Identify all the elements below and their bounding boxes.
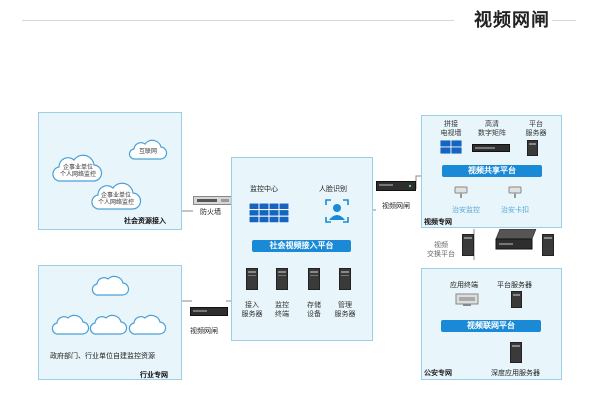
server-icon xyxy=(339,268,351,290)
server-icon xyxy=(527,140,538,156)
access-server-label: 接入 服务器 xyxy=(241,301,263,318)
server-icon xyxy=(462,234,474,256)
page-title: 视频网闸 xyxy=(474,10,550,31)
industry-caption: 政府部门、行业单位自建监控资源 xyxy=(50,352,155,360)
public-security-monitor-label: 治安监控 xyxy=(452,206,480,214)
video-gate-top-label: 视频网闸 xyxy=(382,202,410,210)
cloud-icon xyxy=(91,275,130,296)
firewall-label: 防火墙 xyxy=(200,208,221,216)
social-resources-label: 社会资源接入 xyxy=(124,217,166,225)
platform-server-label: 平台 服务器 xyxy=(525,120,547,137)
tv-wall-icon xyxy=(440,140,462,154)
monitor-center-label: 监控中心 xyxy=(250,185,278,193)
video-wall-icon xyxy=(249,203,289,223)
server-icon xyxy=(510,342,522,363)
video-gate-mid-label: 视频网闸 xyxy=(190,327,218,335)
face-recognition-icon xyxy=(325,199,349,223)
police-network-label: 公安专网 xyxy=(424,369,452,377)
police-platform-server-label: 平台服务器 xyxy=(497,281,532,289)
face-recognition-label: 人脸识别 xyxy=(319,185,347,193)
title-rule-right xyxy=(552,20,576,21)
cloud-label-2: 互联网 xyxy=(138,148,157,155)
public-security-checkpoint-label: 治安卡扣 xyxy=(501,206,529,214)
cloud-icon xyxy=(52,154,103,182)
cloud-icon xyxy=(89,314,128,335)
video-private-network-label: 视频专网 xyxy=(424,218,452,226)
management-server-label: 管理 服务器 xyxy=(334,301,356,318)
cloud-icon xyxy=(128,314,167,335)
video-network-platform-bar: 视频联网平台 xyxy=(441,320,541,332)
exchange-platform-label: 视频 交换平台 xyxy=(427,241,455,258)
server-icon xyxy=(276,268,288,290)
cloud-icon xyxy=(51,314,90,335)
monitor-terminal-label: 监控 终端 xyxy=(275,301,289,318)
exchange-device-icon xyxy=(495,229,537,250)
tv-wall-label: 拼接 电视墙 xyxy=(440,120,462,137)
camera-icon xyxy=(454,186,468,198)
video-gate-icon xyxy=(190,307,228,316)
server-icon xyxy=(542,234,554,256)
video-sharing-platform-bar: 视频共享平台 xyxy=(442,165,542,177)
deep-app-server-label: 深度应用服务器 xyxy=(491,369,540,377)
industry-network-label: 行业专网 xyxy=(140,371,168,379)
server-icon xyxy=(308,268,320,290)
camera-icon xyxy=(508,186,522,198)
cloud-label-1: 企事业单位 个人网络监控 xyxy=(59,164,96,178)
firewall-icon xyxy=(193,196,233,205)
server-icon xyxy=(511,291,522,308)
hd-matrix-label: 高清 数字矩阵 xyxy=(478,120,506,137)
title-rule-left xyxy=(22,20,454,21)
cloud-icon xyxy=(91,182,142,210)
video-gate-icon xyxy=(376,181,416,191)
cloud-label-3: 企事业单位 个人网络监控 xyxy=(97,192,134,206)
social-video-platform-bar: 社会视频接入平台 xyxy=(252,240,351,252)
app-terminal-label: 应用终端 xyxy=(450,281,478,289)
hd-matrix-icon xyxy=(472,144,510,152)
server-icon xyxy=(246,268,258,290)
cloud-icon xyxy=(128,139,168,160)
terminal-icon xyxy=(455,293,479,306)
storage-device-label: 存储 设备 xyxy=(307,301,321,318)
